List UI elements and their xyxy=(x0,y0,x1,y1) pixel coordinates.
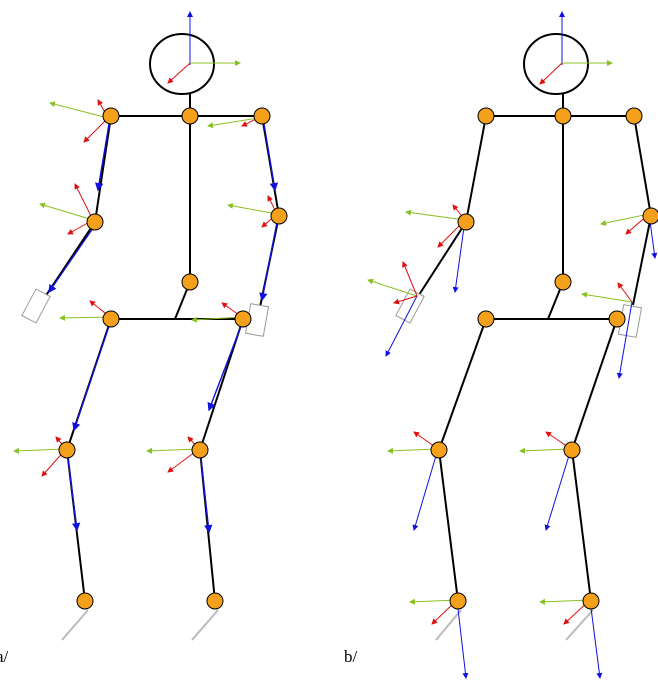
joint xyxy=(449,592,467,610)
joint xyxy=(206,592,224,610)
joint xyxy=(76,592,94,610)
joint xyxy=(191,441,209,459)
joint xyxy=(181,107,199,125)
right-foot xyxy=(191,609,219,641)
joint xyxy=(477,310,495,328)
joint xyxy=(234,310,252,328)
head-axis-x xyxy=(167,62,191,84)
joint xyxy=(477,107,495,125)
left-foot xyxy=(61,609,89,641)
left-hand-marker xyxy=(21,288,51,324)
joint xyxy=(253,107,271,125)
right-foot xyxy=(565,609,594,641)
skeleton-bones xyxy=(44,93,280,602)
local-frame-arrows xyxy=(367,204,658,679)
joint xyxy=(457,213,475,231)
joint xyxy=(270,207,288,225)
joint xyxy=(642,207,658,225)
joints xyxy=(430,107,658,610)
panel-b xyxy=(367,11,658,679)
panel-b-label: b/ xyxy=(344,647,358,666)
joint xyxy=(181,273,199,291)
joint xyxy=(582,592,600,610)
joint xyxy=(102,107,120,125)
local-frame-arrows xyxy=(13,99,278,477)
joints xyxy=(58,107,288,610)
skeleton-bones xyxy=(416,93,652,602)
joint xyxy=(554,273,572,291)
joint xyxy=(430,441,448,459)
head-ellipse xyxy=(149,33,215,95)
joint xyxy=(563,441,581,459)
joint xyxy=(625,107,643,125)
joint xyxy=(554,107,572,125)
joint xyxy=(102,310,120,328)
panel-a-label: a/ xyxy=(0,647,9,666)
bone-direction-arrows xyxy=(48,123,278,534)
left-hand-marker xyxy=(395,288,425,324)
left-foot xyxy=(435,609,462,641)
joint xyxy=(86,213,104,231)
joint xyxy=(608,310,626,328)
panel-a xyxy=(13,11,288,641)
joint xyxy=(58,441,76,459)
head-ellipse xyxy=(523,33,589,95)
